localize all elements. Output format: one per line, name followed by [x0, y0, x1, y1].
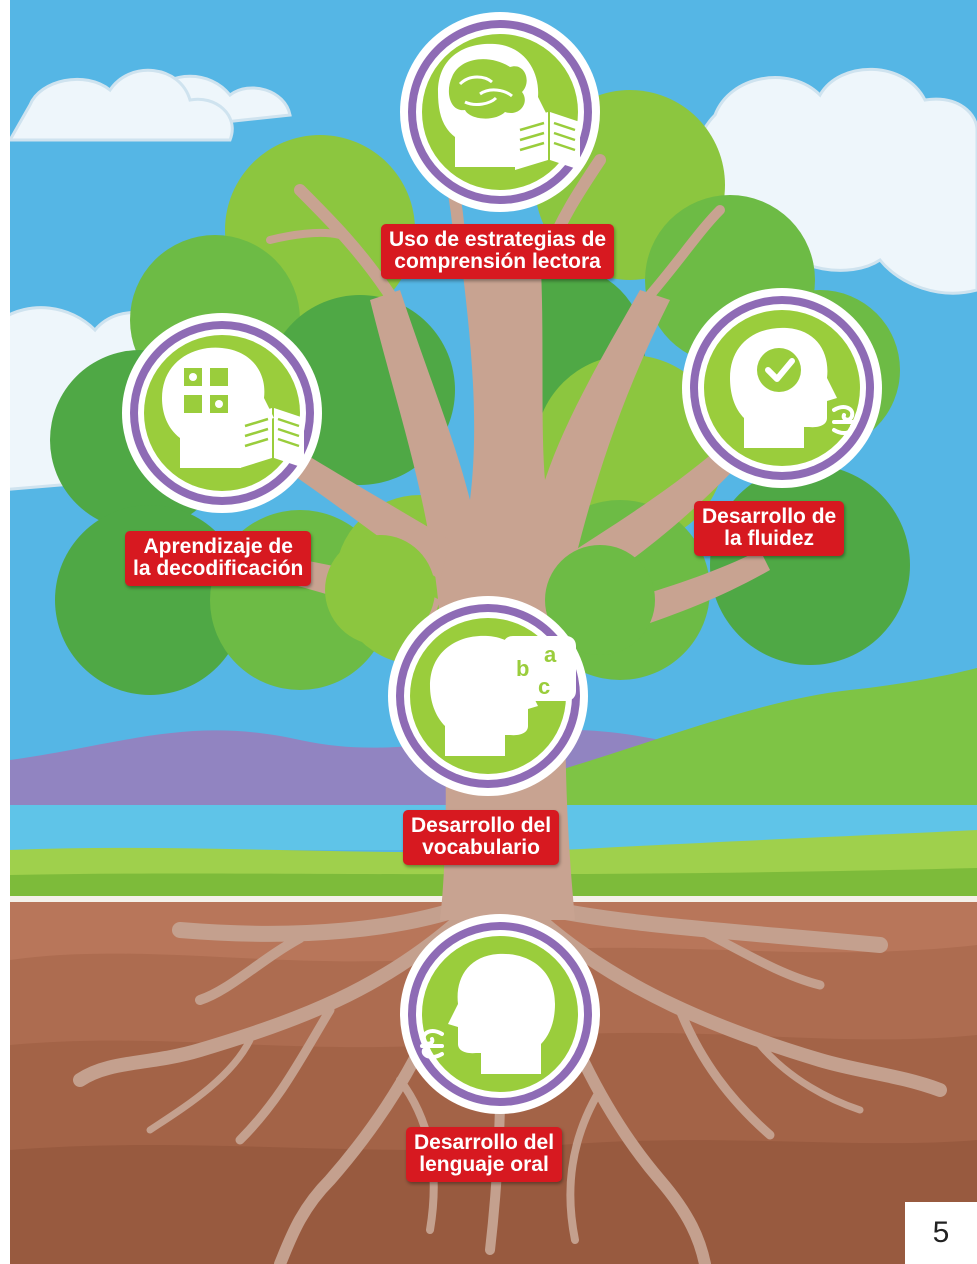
head-puzzle-book-icon: [162, 347, 304, 468]
label-decodificacion-line-2: la decodificación: [133, 557, 304, 580]
tree-canopy-front: [325, 535, 655, 655]
node-vocabulario-badge: a b c: [388, 596, 588, 796]
svg-text:c: c: [538, 674, 550, 699]
label-fluidez-line-2: la fluidez: [724, 527, 815, 550]
svg-text:a: a: [544, 642, 557, 667]
head-checkmark-breath-icon: [730, 327, 856, 448]
label-lenguaje-oral-line-1: Desarrollo del: [414, 1131, 555, 1154]
label-comprension-line-2: comprensión lectora: [394, 250, 601, 273]
label-vocabulario: Desarrollo del vocabulario: [403, 810, 560, 865]
label-fluidez: Desarrollo de la fluidez: [694, 501, 845, 556]
node-fluidez-badge: [682, 288, 882, 488]
head-breath-icon: [420, 953, 555, 1074]
label-vocabulario-line-1: Desarrollo del: [411, 814, 552, 837]
node-lenguaje-oral-badge: [400, 914, 600, 1114]
svg-text:b: b: [516, 656, 529, 681]
label-comprension: Uso de estrategias de comprensión lector…: [381, 224, 615, 279]
page-number: 5: [905, 1202, 977, 1264]
head-abc-speech-icon: a b c: [430, 635, 576, 756]
label-vocabulario-line-2: vocabulario: [422, 836, 540, 859]
node-decodificacion-badge: [122, 313, 322, 513]
page-left-margin: [0, 0, 10, 1264]
label-lenguaje-oral-line-2: lenguaje oral: [419, 1153, 549, 1176]
label-decodificacion-line-1: Aprendizaje de: [143, 535, 293, 558]
label-lenguaje-oral: Desarrollo del lenguaje oral: [406, 1127, 563, 1182]
label-comprension-line-1: Uso de estrategias de: [389, 228, 607, 251]
head-brain-book-icon: [438, 43, 580, 170]
label-decodificacion: Aprendizaje de la decodificación: [125, 531, 312, 586]
node-comprension-badge: [400, 12, 600, 212]
label-fluidez-line-1: Desarrollo de: [702, 505, 837, 528]
